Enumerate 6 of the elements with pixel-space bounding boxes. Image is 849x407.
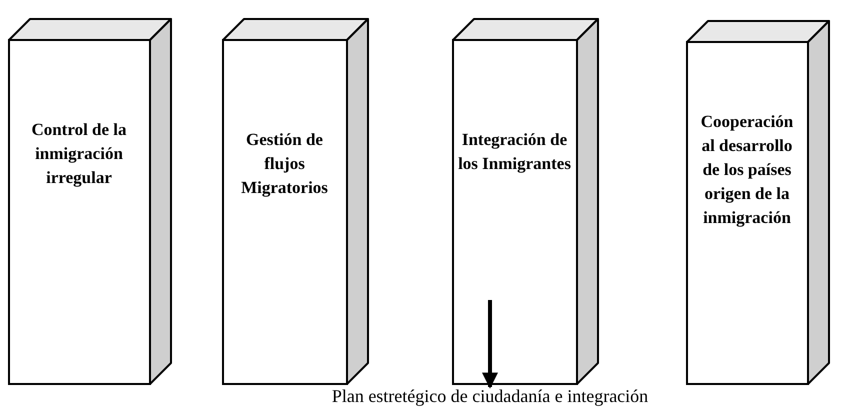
pillar-title: Cooperación al desarrollo de los países origen de la inmigración <box>700 111 794 229</box>
pillar-title: Integración de los Inmigrantes <box>457 129 572 175</box>
pillar-title: Gestión de flujos Migratorios <box>240 129 329 199</box>
pillar-title: Control de la inmigración irregular <box>30 119 128 189</box>
arrow <box>482 300 498 389</box>
plan-label: Plan estretégico de ciudadanía e integración <box>332 387 648 406</box>
